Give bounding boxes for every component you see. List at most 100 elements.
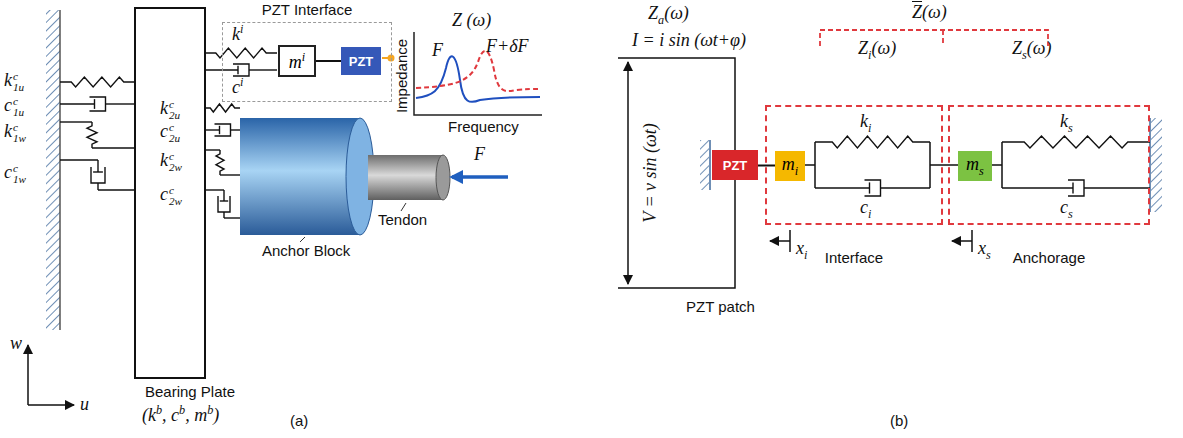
box-label: m [966,154,979,174]
symbol-label: kc1w [4,121,26,144]
mass-box: ms [958,151,992,181]
label-text: a [658,13,664,27]
damper-symbol [223,212,224,218]
symbol-label: kc2u [160,98,180,121]
plot-axes [414,32,542,115]
symbol-label: Z (ω) [452,10,491,31]
terminal-bar [618,287,638,289]
label-text: c [169,122,180,133]
index-stack: c2u [169,122,180,144]
text-label: Anchor Block [262,242,350,259]
anchor-block [240,118,360,235]
label-text: c [232,77,240,97]
symbol-label: ki [860,111,871,135]
index-stack: c1w [13,122,26,144]
damper-symbol [97,183,98,190]
label-text: Impedance [393,39,410,113]
damper-symbol [1084,187,1150,188]
spring-symbol [216,150,224,175]
label-text: , c [162,405,179,425]
label-text: Z (ω) [452,10,491,30]
label-text: c [1060,197,1068,217]
pzt-wire [382,57,388,59]
damper-symbol [205,129,220,130]
text-label: PZT patch [686,298,755,315]
label-text: (ω) [1027,38,1052,58]
box-text: ms [966,154,984,179]
label-text: s [1068,121,1073,135]
label-text: , m [185,405,207,425]
terminal-bar [618,57,638,59]
text-label: Tendon [378,211,427,228]
box-label: PZT [349,54,374,69]
damper-symbol [249,69,277,70]
pzt-box: PZT [341,47,381,75]
axis-arrow [27,345,29,405]
symbol-label: xs [978,238,991,262]
damper-symbol [97,160,98,172]
symbol-label: ci [860,197,871,221]
damper-symbol [91,167,105,183]
label-text: c [13,163,26,174]
label-text: i [868,121,871,135]
symbol-label: Zi(ω) [858,38,896,62]
link-line [60,159,98,160]
text-label: Impedance [393,39,410,113]
impedance-curve [416,56,540,102]
force-arrow [452,175,508,179]
label-text: c [160,121,168,141]
fixed-wall [700,140,710,190]
damper-symbol [881,187,931,188]
label-text: c [160,184,168,204]
label-text: Z [648,3,658,23]
label-text: c [4,162,12,182]
tendon-end [436,155,450,200]
label-text: c [860,197,868,217]
text-label: (a) [290,412,308,429]
symbol-label: Zs(ω) [1012,38,1051,62]
index-stack: c1u [13,71,24,93]
label-text: c [13,71,24,82]
symbol-label: Za(ω) [648,3,689,27]
mass-box: mi [278,45,316,77]
link-line [60,121,92,122]
symbol-label: V = v sin (ωt) [640,123,661,223]
symbol-label: u [80,394,89,415]
damper-symbol [220,200,228,201]
damper-symbol [218,196,230,212]
mass-box: mi [775,151,805,181]
displacement-arrow [770,240,790,242]
spring-symbol [87,122,97,148]
spring-symbol [815,136,930,148]
wall-edge [59,10,61,330]
label-text: Bearing Plate [145,383,235,400]
label-text: i [804,248,807,262]
symbol-label: ci [232,75,243,98]
label-text: 2w [169,196,182,207]
box-label: PZT [723,158,748,173]
label-text: 1u [13,107,24,118]
label-text: k [160,98,168,118]
symbol-label: cs [1060,197,1073,221]
group-heading: Anchorage [1013,249,1086,266]
box-label: i [795,163,798,177]
box-label: i [302,50,305,64]
symbol-label: Z(ω) [912,2,947,23]
label-text: Tendon [378,211,427,228]
label-text: u [80,394,89,414]
label-text: s [1022,48,1027,62]
text-label: (b) [890,412,908,429]
label-text: b [156,403,162,417]
damper-symbol [219,126,220,134]
label-text: k [232,24,240,44]
label-text: i [240,75,243,89]
label-text: s [986,248,991,262]
label-text: (ω) [871,38,896,58]
label-text: F [474,144,485,164]
box-text: PZT [723,158,748,173]
symbol-label: cc1u [4,95,24,118]
label-text: 1w [13,133,26,144]
link-line [220,174,240,175]
label-text: k [4,121,12,141]
